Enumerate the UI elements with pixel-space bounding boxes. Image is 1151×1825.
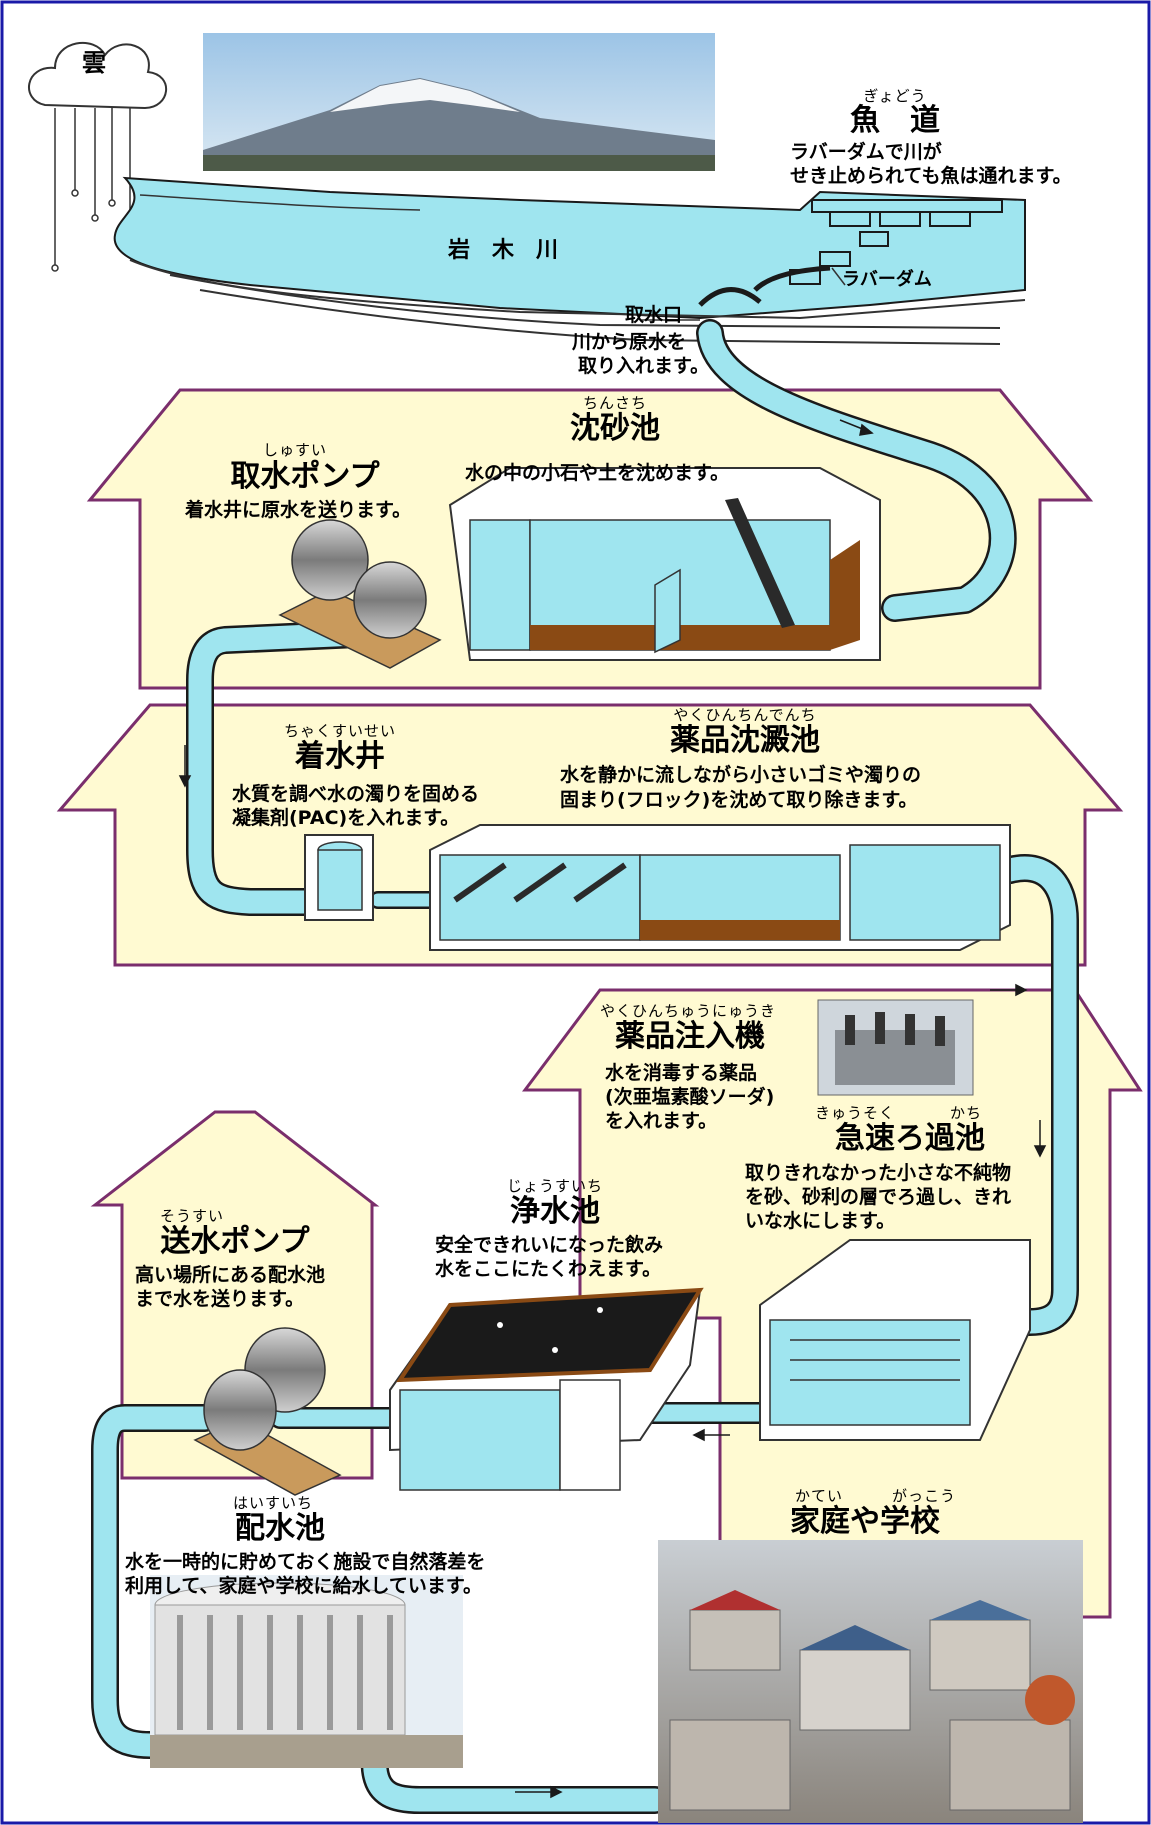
cloud-label: 雲 [82,49,106,77]
chem-injector-title: 薬品注入機 [615,1019,765,1054]
sedimentation-title: 薬品沈澱池 [670,723,820,758]
homes-ruby-2: がっこう [892,1487,957,1505]
dist-reservoir-title: 配水池 [235,1511,325,1546]
sand-basin-ruby: ちんさち [582,394,647,412]
fishway-structure [789,199,1003,285]
send-pump-desc-1: 高い場所にある配水池 [135,1264,326,1286]
fishway-ruby: ぎょどう [863,87,927,105]
sedimentation-basin-structure [429,824,1011,951]
intake-pump-ruby: しゅすい [262,441,327,459]
receiving-well-title: 着水井 [295,739,385,774]
receiving-well-desc-2: 凝集剤(PAC)を入れます。 [232,807,460,829]
homes-ruby-1: かてい [795,1487,844,1505]
homes-photo [658,1540,1083,1823]
chem-injector-ruby: やくひんちゅうにゅうき [600,1002,777,1020]
sedimentation-desc-2: 固まり(フロック)を沈めて取り除きます。 [560,789,918,811]
send-pump-machine [193,1327,342,1496]
send-pump-ruby: そうすい [160,1207,225,1225]
intake-pump-desc: 着水井に原水を送ります。 [185,499,412,521]
distribution-reservoir-photo [150,1575,463,1768]
rapid-filter-desc-3: いな水にします。 [745,1210,896,1232]
rubber-dam [753,265,831,292]
clear-well-desc-1: 安全できれいになった飲み [435,1234,664,1256]
fishway-title: 魚 道 [850,103,940,138]
rubber-dam-label: ラバーダム [842,269,932,290]
mountain-photo [203,33,715,171]
intake-pump-title: 取水ポンプ [230,459,380,494]
fishway-desc-1: ラバーダムで川が [790,141,942,163]
rapid-filter-ruby-2: かち [950,1104,983,1122]
rapid-filter-title: 急速ろ過池 [835,1121,985,1156]
sand-basin-desc: 水の中の小石や土を沈めます。 [465,462,730,484]
receiving-well-structure [304,834,374,921]
chem-injector-desc-3: を入れます。 [605,1110,718,1132]
dam-leader [831,267,846,286]
intake-desc-1: 川から原水を [572,331,687,353]
homes-title: 家庭や学校 [790,1504,940,1539]
rapid-filter-desc-2: を砂、砂利の層でろ過し、きれ [745,1186,1012,1208]
receiving-well-ruby: ちゃくすいせい [283,722,396,740]
flow-arrows [178,419,1047,1799]
clear-well-title: 浄水池 [510,1194,600,1229]
pipes [91,319,1079,1814]
sand-basin-title: 沈砂池 [570,411,660,446]
fishway-desc-2: せき止められても魚は通れます。 [790,165,1072,187]
rapid-filter-ruby-1: きゅうそく [815,1104,896,1122]
dist-reservoir-desc-1: 水を一時的に貯めておく施設で自然落差を [125,1551,486,1573]
chem-injector-photo [817,999,974,1096]
river-name: 岩 木 川 [448,238,559,263]
rapid-filter-structure [759,1239,1031,1441]
clear-well-ruby: じょうすいち [506,1177,603,1195]
sedimentation-desc-1: 水を静かに流しながら小さいゴミや濁りの [560,764,922,786]
sedimentation-ruby: やくひんちんでんち [673,706,817,724]
receiving-well-desc-1: 水質を調べ水の濁りを固める [232,783,480,805]
send-pump-desc-2: まで水を送ります。 [135,1288,305,1310]
send-pump-title: 送水ポンプ [160,1224,310,1259]
intake-label: 取水口 [625,304,683,326]
rapid-filter-desc-1: 取りきれなかった小さな不純物 [745,1162,1012,1184]
chem-injector-desc-1: 水を消毒する薬品 [605,1062,758,1084]
dist-reservoir-ruby: はいすいち [233,1494,314,1512]
intake-pump-machine [278,519,442,669]
intake-desc-2: 取り入れます。 [578,355,710,377]
clear-well-desc-2: 水をここにたくわえます。 [435,1258,662,1280]
clear-well-structure [389,1287,704,1491]
dist-reservoir-desc-2: 利用して、家庭や学校に給水しています。 [125,1575,483,1597]
weir [698,287,762,307]
chem-injector-desc-2: (次亜塩素酸ソーダ) [605,1086,775,1108]
sand-basin-structure [448,467,881,661]
